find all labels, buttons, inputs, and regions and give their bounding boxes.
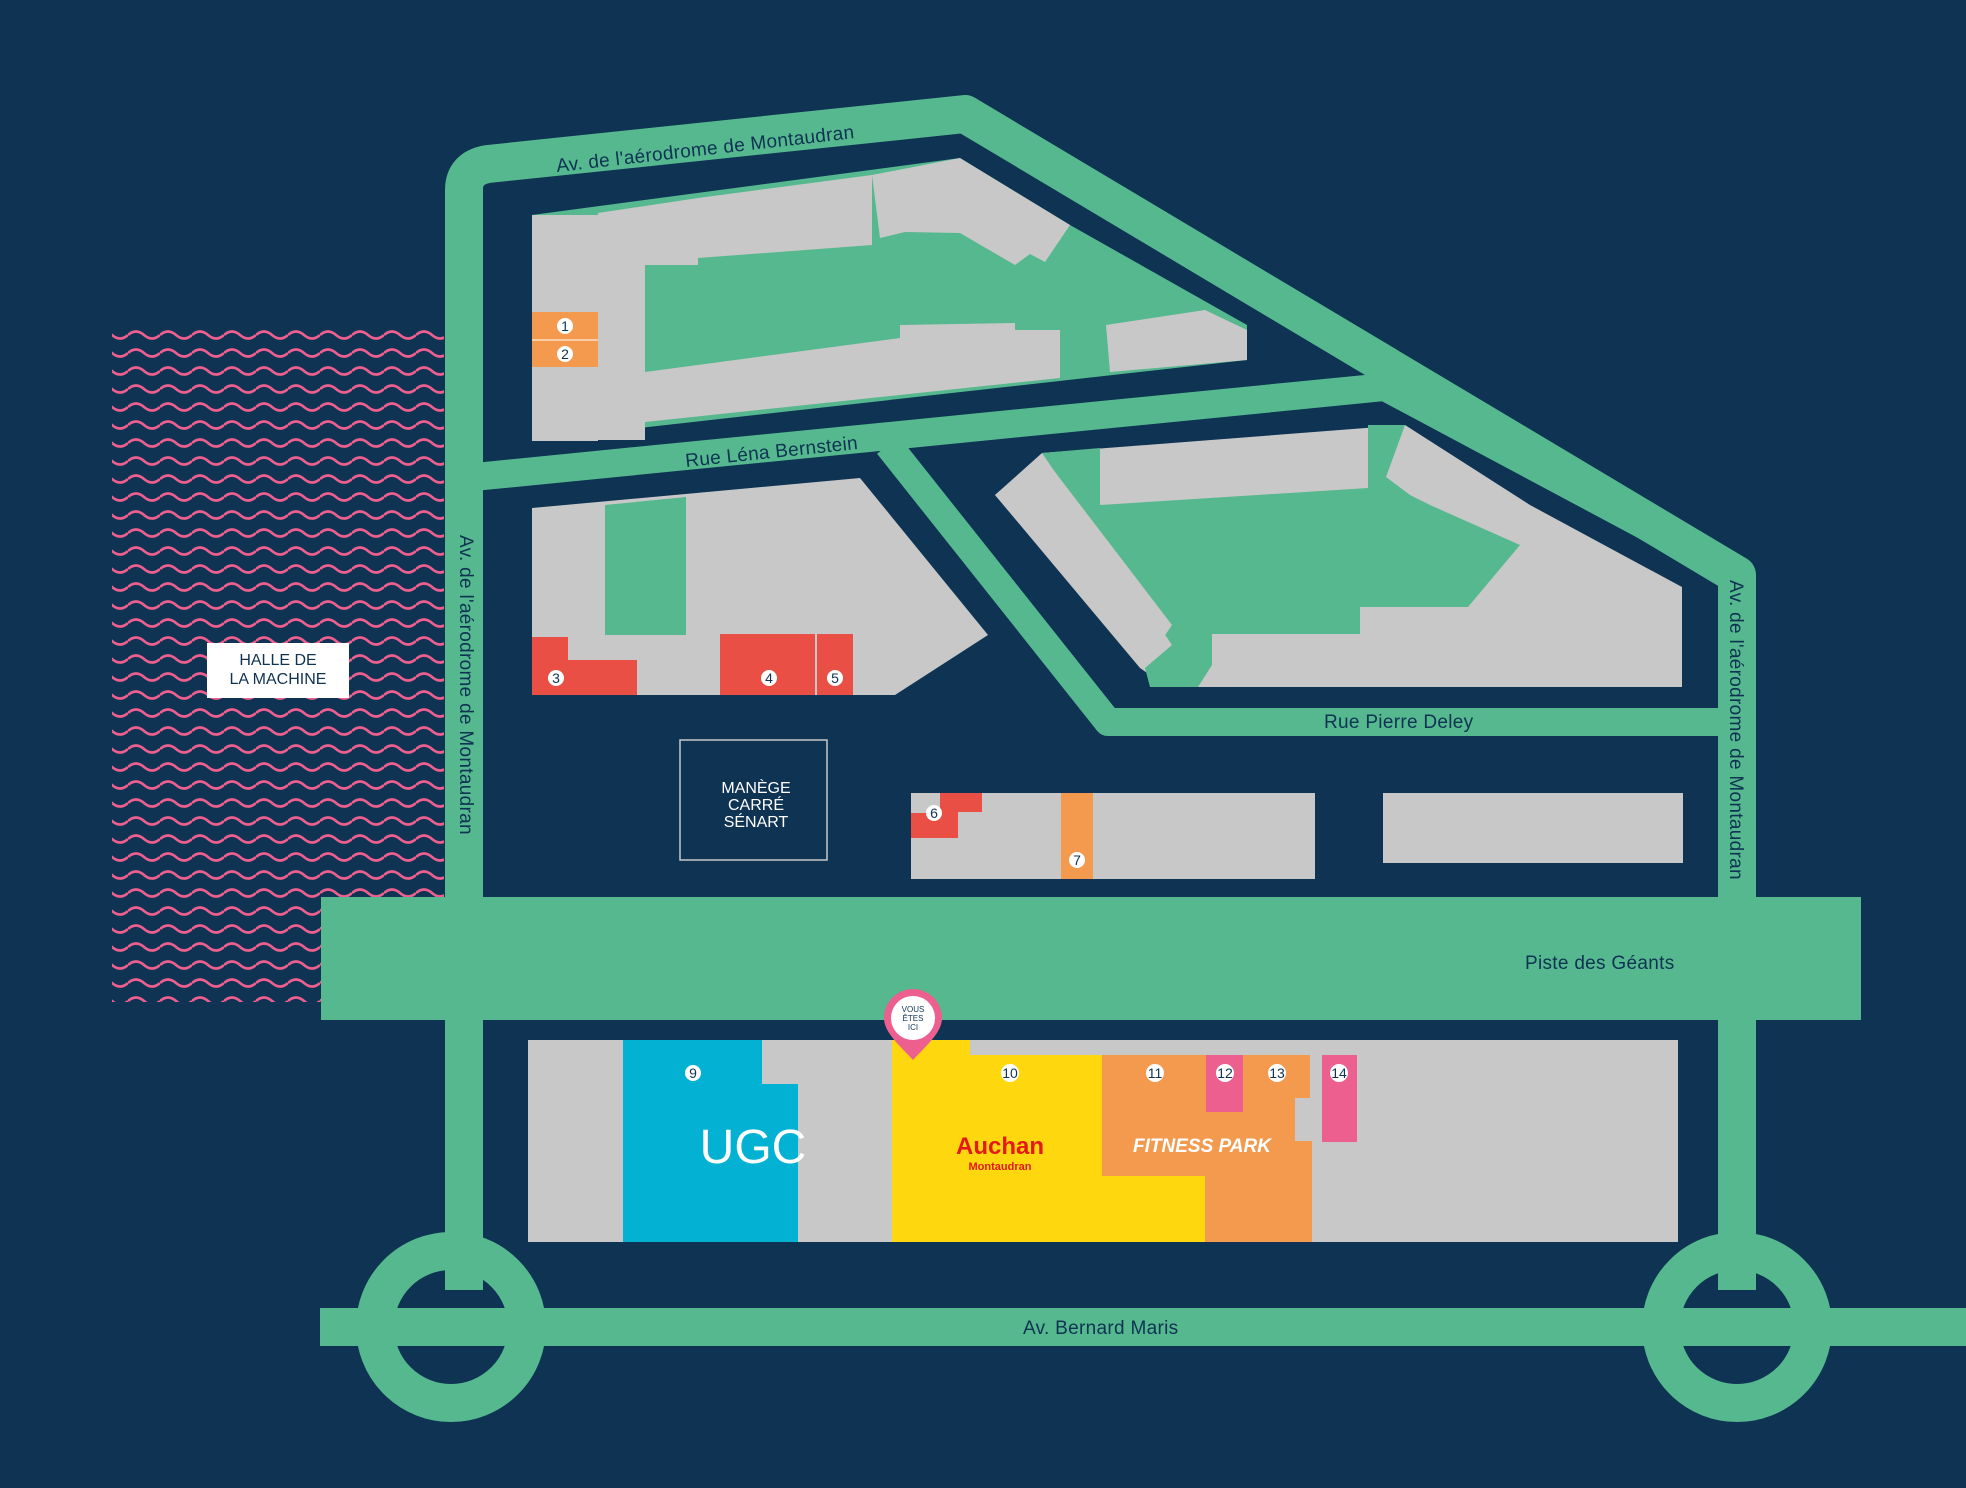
badge-2[interactable]: 2 — [557, 346, 573, 362]
svg-text:7: 7 — [1073, 852, 1081, 868]
store-6[interactable] — [911, 793, 982, 838]
building — [698, 175, 872, 258]
svg-text:10: 10 — [1002, 1065, 1018, 1081]
svg-text:6: 6 — [930, 805, 938, 821]
badge-7[interactable]: 7 — [1069, 852, 1085, 868]
block-middle-right — [995, 425, 1682, 687]
road-piste-des-geants[interactable] — [321, 897, 1861, 1020]
svg-text:1: 1 — [561, 318, 569, 334]
manege-carre-senart[interactable]: MANÈGE CARRÉ SÉNART — [679, 739, 828, 861]
svg-text:2: 2 — [561, 346, 569, 362]
svg-text:4: 4 — [765, 670, 773, 686]
store-badges: 1 2 3 4 5 6 7 9 10 11 12 13 14 — [548, 318, 1348, 1082]
pin-text-3: ICI — [908, 1023, 918, 1032]
road-av-aerodrome-top[interactable] — [445, 95, 1756, 1290]
block-bottom — [528, 1040, 1678, 1242]
svg-text:13: 13 — [1269, 1065, 1285, 1081]
svg-text:11: 11 — [1148, 1065, 1163, 1081]
store-12[interactable] — [1206, 1055, 1243, 1112]
building — [995, 455, 1172, 665]
auchan-logo-sub: Montaudran — [969, 1161, 1032, 1173]
roundabout-left[interactable] — [356, 1232, 546, 1422]
label-rue-pierre-deley: Rue Pierre Deley — [1324, 712, 1474, 733]
store-11-fitness-park[interactable] — [1102, 1055, 1312, 1242]
road-rue-pierre-deley[interactable] — [877, 436, 1737, 736]
label-av-bernard-maris: Av. Bernard Maris — [1023, 1318, 1178, 1339]
block-middle-left-green — [605, 497, 686, 635]
label-av-aerodrome-right: Av. de l'aérodrome de Montaudran — [1725, 580, 1746, 880]
badge-9[interactable]: 9 — [685, 1065, 701, 1081]
road-rue-lena-bernstein[interactable] — [462, 373, 1744, 588]
badge-11[interactable]: 11 — [1146, 1064, 1164, 1082]
badge-10[interactable]: 10 — [1001, 1064, 1019, 1082]
pin-text-2: ÊTES — [903, 1014, 924, 1023]
badge-1[interactable]: 1 — [557, 318, 573, 334]
badge-3[interactable]: 3 — [548, 670, 564, 686]
ugc-logo: UGC — [700, 1121, 807, 1174]
manege-label-line3: SÉNART — [724, 812, 789, 831]
halle-label-line2: LA MACHINE — [230, 671, 327, 688]
auchan-logo: Auchan — [956, 1133, 1044, 1160]
you-are-here-pin[interactable]: VOUS ÊTES ICI — [884, 989, 942, 1060]
badge-6[interactable]: 6 — [926, 805, 942, 821]
building — [1106, 310, 1247, 372]
badge-14[interactable]: 14 — [1330, 1064, 1348, 1082]
store-9-ugc[interactable] — [623, 1040, 798, 1242]
building — [1383, 793, 1683, 863]
svg-text:14: 14 — [1331, 1065, 1347, 1081]
roads — [320, 95, 1966, 1346]
pin-text-1: VOUS — [902, 1005, 925, 1014]
building — [645, 323, 1060, 422]
label-av-aerodrome-left: Av. de l'aérodrome de Montaudran — [455, 535, 476, 835]
badge-4[interactable]: 4 — [761, 670, 777, 686]
svg-text:3: 3 — [552, 670, 560, 686]
building — [598, 198, 698, 440]
label-piste-des-geants: Piste des Géants — [1525, 953, 1675, 974]
svg-text:12: 12 — [1217, 1065, 1233, 1081]
manege-label-line1: MANÈGE — [721, 778, 790, 797]
halle-de-la-machine-label[interactable]: HALLE DE LA MACHINE — [207, 643, 349, 698]
svg-text:9: 9 — [689, 1065, 697, 1081]
building — [872, 158, 1070, 265]
badge-13[interactable]: 13 — [1268, 1064, 1286, 1082]
store-10-auchan[interactable] — [892, 1040, 1205, 1242]
badge-5[interactable]: 5 — [827, 670, 843, 686]
manege-label-line2: CARRÉ — [728, 795, 784, 814]
halle-label-line1: HALLE DE — [239, 652, 316, 669]
roundabout-right[interactable] — [1642, 1232, 1832, 1422]
fitness-park-logo: FITNESS PARK — [1133, 1136, 1272, 1157]
badge-12[interactable]: 12 — [1216, 1064, 1234, 1082]
block-row — [911, 793, 1683, 879]
svg-text:5: 5 — [831, 670, 839, 686]
